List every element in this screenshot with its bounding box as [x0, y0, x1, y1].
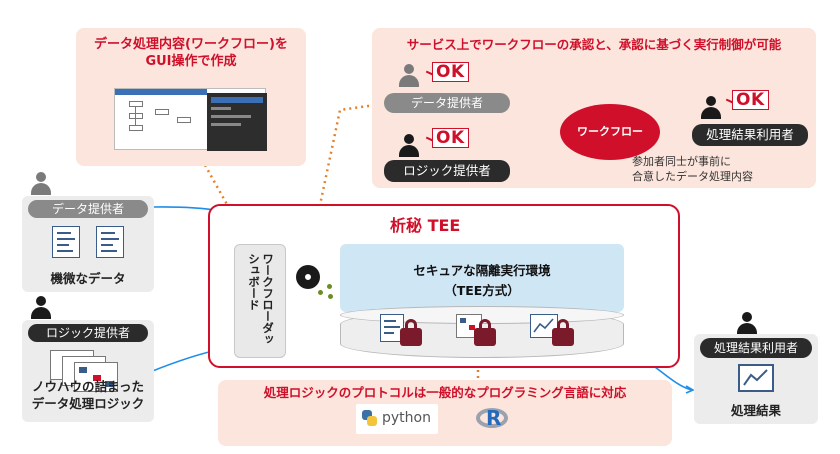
- right-result-user-person-icon: [736, 312, 758, 336]
- right-result-panel: 処理結果利用者 処理結果: [694, 334, 818, 424]
- stored-logic-flowchart-icon: [456, 314, 482, 338]
- left-data-provider-panel: データ提供者 機微なデータ: [22, 196, 154, 292]
- logic-provider-ok-badge: OK: [432, 128, 469, 148]
- logic-description: ノウハウの詰まった データ処理ロジック: [22, 378, 154, 412]
- r-logo-letter: R: [486, 406, 502, 430]
- gui-panel-title-line1: データ処理内容(ワークフロー)を: [94, 37, 288, 52]
- workflow-dashboard-panel[interactable]: ワークフローダッシュボード: [234, 244, 286, 358]
- service-panel-title: サービス上でワークフローの承認と、承認に基づく実行制御が可能: [406, 37, 782, 52]
- gui-panel-title-line2: GUI操作で作成: [145, 54, 237, 69]
- service-data-provider-label: データ提供者: [384, 93, 510, 113]
- lock-icon: [400, 319, 422, 346]
- left-logic-provider-label: ロジック提供者: [28, 324, 148, 342]
- secure-environment-box: セキュアな隔離実行環境 （TEE方式）: [340, 244, 624, 312]
- logic-flowchart-icon: [74, 362, 118, 392]
- service-result-user-label: 処理結果利用者: [692, 124, 808, 146]
- data-document-icon: [96, 226, 124, 258]
- left-logic-provider-person-icon: [30, 296, 52, 320]
- secure-environment-line2: （TEE方式）: [444, 283, 520, 298]
- tee-title: 析秘 TEE: [390, 216, 461, 235]
- logic-description-line2: データ処理ロジック: [31, 396, 145, 411]
- service-result-user-person-icon: [700, 96, 722, 120]
- agreement-note-line2: 合意したデータ処理内容: [632, 170, 753, 183]
- gui-screenshot-thumbnail: [114, 88, 267, 151]
- agreement-note-line1: 参加者同士が事前に: [632, 155, 731, 168]
- gui-workflow-panel: データ処理内容(ワークフロー)を GUI操作で作成: [76, 28, 306, 166]
- workflow-node: ワークフロー: [560, 104, 660, 160]
- left-logic-provider-panel: ロジック提供者 ノウハウの詰まった データ処理ロジック: [22, 320, 154, 422]
- left-data-provider-person-icon: [30, 172, 52, 196]
- data-provider-person-icon: [398, 64, 420, 88]
- protocol-title: 処理ロジックのプロトコルは一般的なプログラミング言語に対応: [263, 385, 627, 400]
- result-label: 処理結果: [730, 403, 781, 418]
- python-logo: python: [356, 404, 438, 434]
- result-user-ok-badge: OK: [732, 90, 769, 110]
- left-data-provider-label: データ提供者: [28, 200, 148, 218]
- lock-icon: [552, 319, 574, 346]
- gear-icon: [296, 265, 320, 289]
- data-document-icon: [52, 226, 80, 258]
- sensitive-data-label: 機微なデータ: [50, 271, 126, 286]
- python-logo-text: python: [382, 410, 431, 426]
- python-logo-yellow-icon: [367, 416, 377, 426]
- right-result-user-label: 処理結果利用者: [700, 338, 812, 358]
- logic-provider-person-icon: [398, 134, 420, 158]
- python-logo-blue-icon: [362, 410, 372, 420]
- logic-description-line1: ノウハウの詰まった: [31, 379, 144, 394]
- protocol-panel: 処理ロジックのプロトコルは一般的なプログラミング言語に対応 python R: [218, 380, 672, 446]
- r-logo: R: [476, 404, 510, 434]
- secure-environment-line1: セキュアな隔離実行環境: [413, 263, 551, 278]
- service-logic-provider-label: ロジック提供者: [384, 160, 510, 182]
- agreement-note: 参加者同士が事前に 合意したデータ処理内容: [632, 154, 753, 184]
- workflow-dashboard-label: ワークフローダッシュボード: [247, 253, 275, 345]
- result-chart-icon: [738, 364, 774, 392]
- network-nodes-icon: [318, 284, 334, 300]
- data-provider-ok-badge: OK: [432, 62, 469, 82]
- lock-icon: [474, 319, 496, 346]
- r-logo-ring: [476, 408, 508, 428]
